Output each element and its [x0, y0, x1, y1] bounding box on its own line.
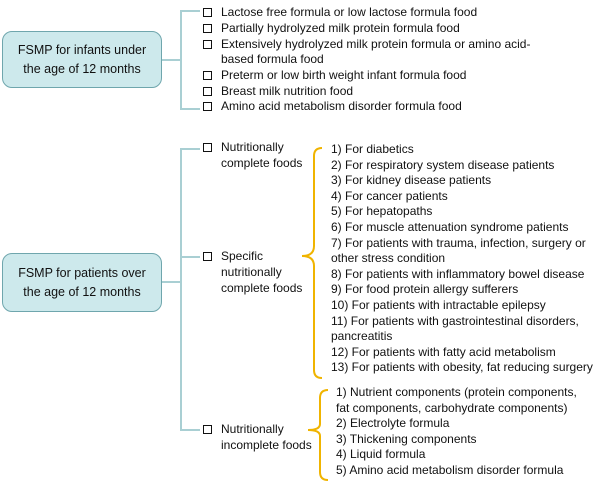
infants-item: Partially hydrolyzed milk protein formul… — [221, 21, 460, 35]
category-nutritionally-complete: Nutritionally complete foods — [221, 139, 302, 171]
incomplete-list-item: 1) Nutrient components (protein componen… — [336, 385, 577, 399]
specific-list-item: 9) For food protein allergy sufferers — [331, 282, 519, 297]
specific-list-item: 6) For muscle attenuation syndrome patie… — [331, 220, 569, 234]
patients-connector-stem — [162, 281, 180, 283]
category-nutritionally-incomplete: Nutritionally incomplete foods — [221, 421, 312, 453]
checkbox-icon — [203, 8, 212, 17]
patients-category-box: FSMP for patients over the age of 12 mon… — [2, 253, 162, 312]
infants-category-box: FSMP for infants under the age of 12 mon… — [2, 31, 162, 88]
infants-connector-bottom — [180, 108, 200, 110]
patients-connector-branch — [180, 429, 200, 431]
specific-list-item-continued: pancreatitis — [331, 329, 393, 344]
incomplete-list-item: 5) Amino acid metabolism disorder formul… — [336, 463, 564, 477]
infants-item-continued: based formula food — [221, 52, 324, 66]
category-label-line: Specific — [221, 249, 264, 263]
category-specific-nutritionally-complete: Specific nutritionally complete foods — [221, 248, 302, 296]
infants-item: Amino acid metabolism disorder formula f… — [221, 99, 462, 113]
specific-list-item: 3) For kidney disease patients — [331, 173, 492, 188]
infants-item: Lactose free formula or low lactose form… — [221, 5, 478, 19]
infants-connector-stem — [162, 59, 180, 61]
checkbox-icon — [203, 71, 212, 80]
infants-item: Preterm or low birth weight infant formu… — [221, 68, 467, 82]
category-label-line: nutritionally — [221, 265, 282, 279]
patients-connector-bar — [180, 148, 182, 431]
checkbox-icon — [203, 425, 212, 434]
incomplete-list-item: 3) Thickening components — [336, 431, 477, 446]
specific-list-item: 13) For patients with obesity, fat reduc… — [331, 360, 593, 375]
infants-connector-top — [180, 10, 200, 12]
incomplete-list-item: 4) Liquid formula — [336, 447, 426, 462]
specific-list-item: 12) For patients with fatty acid metabol… — [331, 344, 556, 359]
category-label-line: Nutritionally — [221, 422, 284, 436]
patients-connector-branch — [180, 256, 200, 258]
specific-list-item: 1) For diabetics — [331, 142, 414, 156]
category-label-line: complete foods — [221, 281, 303, 295]
specific-list-item: 11) For patients with gastrointestinal d… — [331, 313, 579, 328]
patients-category-label: FSMP for patients over the age of 12 mon… — [18, 265, 146, 299]
specific-list-item: 2) For respiratory system disease patien… — [331, 157, 555, 172]
category-label-line: complete foods — [221, 156, 303, 170]
specific-list-item: 4) For cancer patients — [331, 188, 448, 203]
specific-list-item: 5) For hepatopaths — [331, 204, 433, 219]
specific-list-item-continued: other stress condition — [331, 251, 446, 266]
checkbox-icon — [203, 40, 212, 49]
specific-list-item: 10) For patients with intractable epilep… — [331, 298, 546, 312]
infants-category-label: FSMP for infants under the age of 12 mon… — [17, 42, 147, 76]
specific-list-item: 8) For patients with inflammatory bowel … — [331, 266, 585, 281]
incomplete-list-item-continued: fat components, carbohydrate components) — [336, 400, 568, 415]
bracket-incomplete — [307, 389, 329, 481]
infants-item: Extensively hydrolyzed milk protein form… — [221, 37, 531, 51]
infants-connector-bar — [180, 10, 182, 110]
bracket-specific — [301, 147, 323, 379]
checkbox-icon — [203, 252, 212, 261]
infants-item: Breast milk nutrition food — [221, 84, 354, 98]
specific-list-item: 7) For patients with trauma, infection, … — [331, 235, 586, 250]
checkbox-icon — [203, 24, 212, 33]
checkbox-icon — [203, 143, 212, 152]
checkbox-icon — [203, 87, 212, 96]
category-label-line: Nutritionally — [221, 140, 284, 154]
category-label-line: incomplete foods — [221, 438, 312, 452]
checkbox-icon — [203, 102, 212, 111]
patients-connector-branch — [180, 148, 200, 150]
incomplete-list-item: 2) Electrolyte formula — [336, 416, 450, 431]
